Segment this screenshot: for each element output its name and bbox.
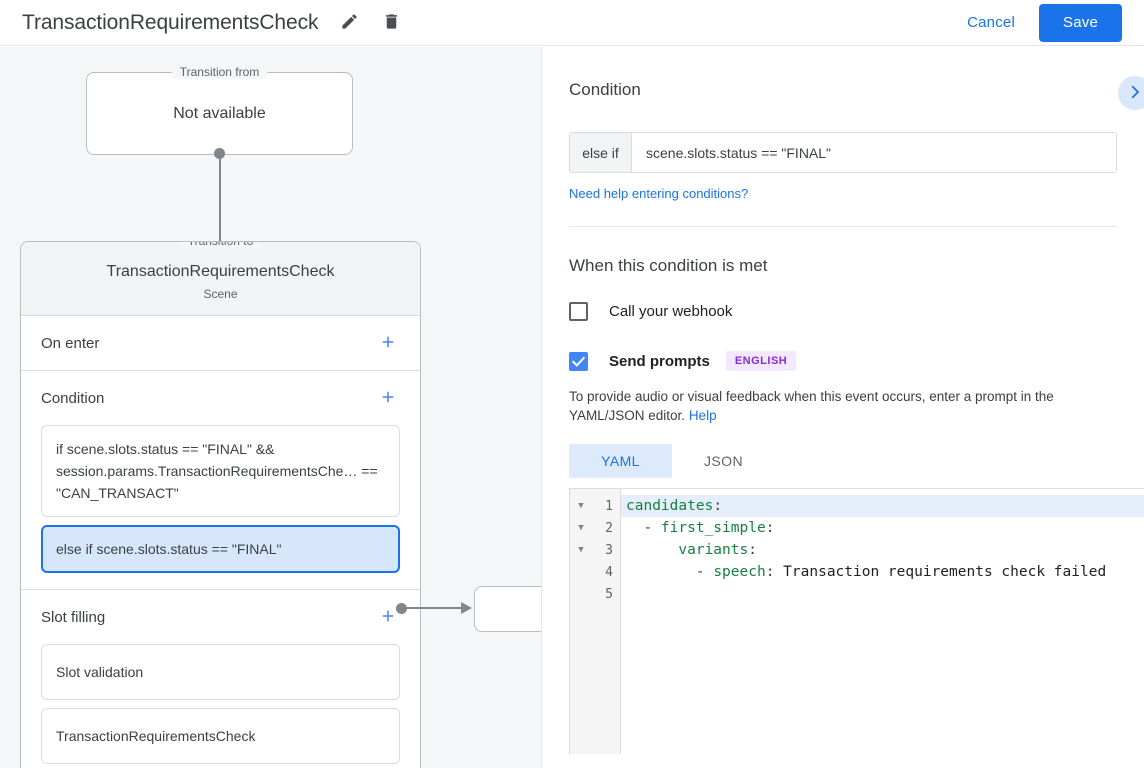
delete-button[interactable] xyxy=(376,8,406,38)
scene-card-header: TransactionRequirementsCheck Scene xyxy=(21,242,420,316)
gutter-row: ▼2 xyxy=(570,517,620,539)
prompts-description-text: To provide audio or visual feedback when… xyxy=(569,389,1054,423)
condition-input[interactable] xyxy=(632,133,1116,172)
section-title-on-enter: On enter xyxy=(41,334,100,352)
editor-gutter: ▼1▼2▼3▼4▼5 xyxy=(570,489,621,754)
code-token: speech xyxy=(713,564,766,580)
editor-tabs: YAML JSON xyxy=(569,444,1117,478)
flow-canvas[interactable]: Transition from Not available Transition… xyxy=(0,47,541,768)
code-token: : xyxy=(765,520,775,536)
slot-filling-item[interactable]: Slot validation xyxy=(41,644,400,700)
code-token: candidates xyxy=(626,498,714,514)
line-number: 4 xyxy=(605,564,613,580)
code-line[interactable]: - speech: Transaction requirements check… xyxy=(621,561,1144,583)
condition-item-selected[interactable]: else if scene.slots.status == "FINAL" xyxy=(41,525,400,573)
code-line[interactable]: - first_simple: xyxy=(621,517,1144,539)
code-line[interactable]: candidates: xyxy=(621,495,1144,517)
webhook-checkbox[interactable] xyxy=(569,302,588,321)
next-node[interactable] xyxy=(474,586,541,632)
yaml-json-editor[interactable]: ▼1▼2▼3▼4▼5 candidates: - first_simple: v… xyxy=(569,488,1144,754)
fold-toggle-icon[interactable]: ▼ xyxy=(578,545,584,555)
tab-yaml[interactable]: YAML xyxy=(569,444,672,478)
cancel-button[interactable]: Cancel xyxy=(953,6,1029,39)
transition-from-value: Not available xyxy=(173,104,266,122)
code-token: : xyxy=(765,564,784,580)
line-number: 2 xyxy=(605,520,613,536)
gutter-row: ▼4 xyxy=(570,561,620,583)
edge-vertical-line xyxy=(219,153,221,251)
transition-from-node[interactable]: Transition from Not available xyxy=(86,65,353,155)
language-badge: ENGLISH xyxy=(725,351,797,371)
app-header: TransactionRequirementsCheck Cancel Save xyxy=(0,0,1144,46)
code-token: Transaction requirements check failed xyxy=(783,564,1107,580)
when-condition-met-heading: When this condition is met xyxy=(569,256,768,275)
add-slot-filling-button[interactable] xyxy=(376,605,400,629)
code-token: first_simple xyxy=(660,520,766,536)
pencil-icon xyxy=(340,12,359,34)
fold-toggle-icon[interactable]: ▼ xyxy=(578,523,584,533)
prompts-description: To provide audio or visual feedback when… xyxy=(569,387,1117,425)
edge-horizontal-line xyxy=(404,607,467,609)
tab-json[interactable]: JSON xyxy=(672,444,775,478)
transition-from-legend: Transition from xyxy=(171,65,268,79)
slot-filling-item[interactable]: TransactionRequirementsCheck xyxy=(41,708,400,764)
condition-field-row: else if xyxy=(569,132,1117,173)
section-on-enter: On enter xyxy=(21,316,420,371)
send-prompts-row[interactable]: Send prompts ENGLISH xyxy=(569,351,1117,371)
section-header: Slot filling xyxy=(41,590,400,644)
prompts-help-link[interactable]: Help xyxy=(688,408,717,423)
webhook-row[interactable]: Call your webhook xyxy=(569,302,1117,321)
collapse-panel-button[interactable] xyxy=(1118,76,1144,110)
gutter-row: ▼3 xyxy=(570,539,620,561)
condition-section: Condition else if Need help entering con… xyxy=(542,47,1144,227)
code-token: variants xyxy=(678,542,749,558)
edge-source-dot xyxy=(396,603,407,614)
gutter-row: ▼1 xyxy=(570,495,620,517)
plus-icon xyxy=(379,333,397,354)
condition-item[interactable]: if scene.slots.status == "FINAL" && sess… xyxy=(41,425,400,517)
section-title-slot-filling: Slot filling xyxy=(41,608,106,626)
edit-button[interactable] xyxy=(334,8,364,38)
code-line[interactable]: variants: xyxy=(621,539,1144,561)
code-token: : xyxy=(748,542,757,558)
webhook-label: Call your webhook xyxy=(609,303,733,320)
code-token: : xyxy=(713,498,723,514)
line-number: 5 xyxy=(605,586,613,602)
line-number: 1 xyxy=(605,498,613,514)
section-condition: Condition if scene.slots.status == "FINA… xyxy=(21,371,420,590)
code-token: - xyxy=(626,564,714,580)
editor-code-area[interactable]: candidates: - first_simple: variants: - … xyxy=(621,489,1144,754)
section-divider xyxy=(569,226,1117,227)
save-button[interactable]: Save xyxy=(1039,3,1122,42)
detail-panel: Condition else if Need help entering con… xyxy=(541,47,1144,768)
page-title: TransactionRequirementsCheck xyxy=(22,10,319,34)
fold-toggle-icon[interactable]: ▼ xyxy=(578,501,584,511)
send-prompts-label: Send prompts xyxy=(609,352,710,370)
scene-subtitle: Scene xyxy=(203,287,238,301)
line-number: 3 xyxy=(605,542,613,558)
code-line[interactable] xyxy=(621,583,1144,605)
send-prompts-checkbox[interactable] xyxy=(569,351,588,371)
edge-arrowhead xyxy=(461,602,472,614)
section-header: On enter xyxy=(41,316,400,370)
gutter-row: ▼5 xyxy=(570,583,620,605)
plus-icon xyxy=(379,607,397,628)
section-title-condition: Condition xyxy=(41,389,105,407)
plus-icon xyxy=(379,388,397,409)
trash-icon xyxy=(382,12,401,34)
add-condition-button[interactable] xyxy=(376,386,400,410)
transition-to-node[interactable]: Transition to TransactionRequirementsChe… xyxy=(20,241,421,768)
scene-name: TransactionRequirementsCheck xyxy=(106,263,335,280)
transition-to-legend: Transition to xyxy=(179,242,262,248)
section-header: Condition xyxy=(41,371,400,425)
section-slot-filling: Slot filling Slot validation Transaction… xyxy=(21,590,420,764)
code-token: - xyxy=(626,520,661,536)
condition-help-link[interactable]: Need help entering conditions? xyxy=(569,186,749,201)
code-token xyxy=(626,542,678,558)
when-condition-met-section: When this condition is met Call your web… xyxy=(542,227,1144,478)
condition-heading: Condition xyxy=(569,80,641,99)
add-on-enter-button[interactable] xyxy=(376,331,400,355)
chevron-right-icon xyxy=(1126,83,1144,104)
condition-prefix-label: else if xyxy=(570,133,632,172)
